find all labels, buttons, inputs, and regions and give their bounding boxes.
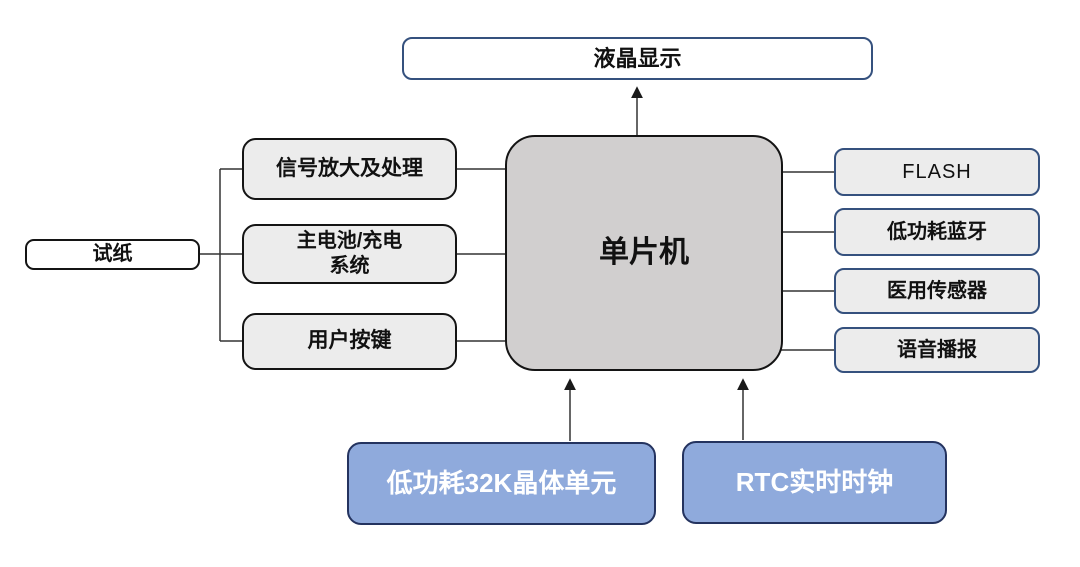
node-rtc-clock: RTC实时时钟 [682,441,947,524]
node-test-strip: 试纸 [25,239,200,270]
node-battery-charging-system: 主电池/充电 系统 [242,224,457,284]
node-32k-crystal-unit: 低功耗32K晶体单元 [347,442,656,525]
node-mcu: 单片机 [505,135,783,371]
node-user-buttons: 用户按键 [242,313,457,370]
node-signal-amplification: 信号放大及处理 [242,138,457,200]
node-medical-sensor: 医用传感器 [834,268,1040,314]
node-voice-broadcast: 语音播报 [834,327,1040,373]
node-lcd-display: 液晶显示 [402,37,873,80]
node-low-power-bluetooth: 低功耗蓝牙 [834,208,1040,256]
node-flash-memory: FLASH [834,148,1040,196]
